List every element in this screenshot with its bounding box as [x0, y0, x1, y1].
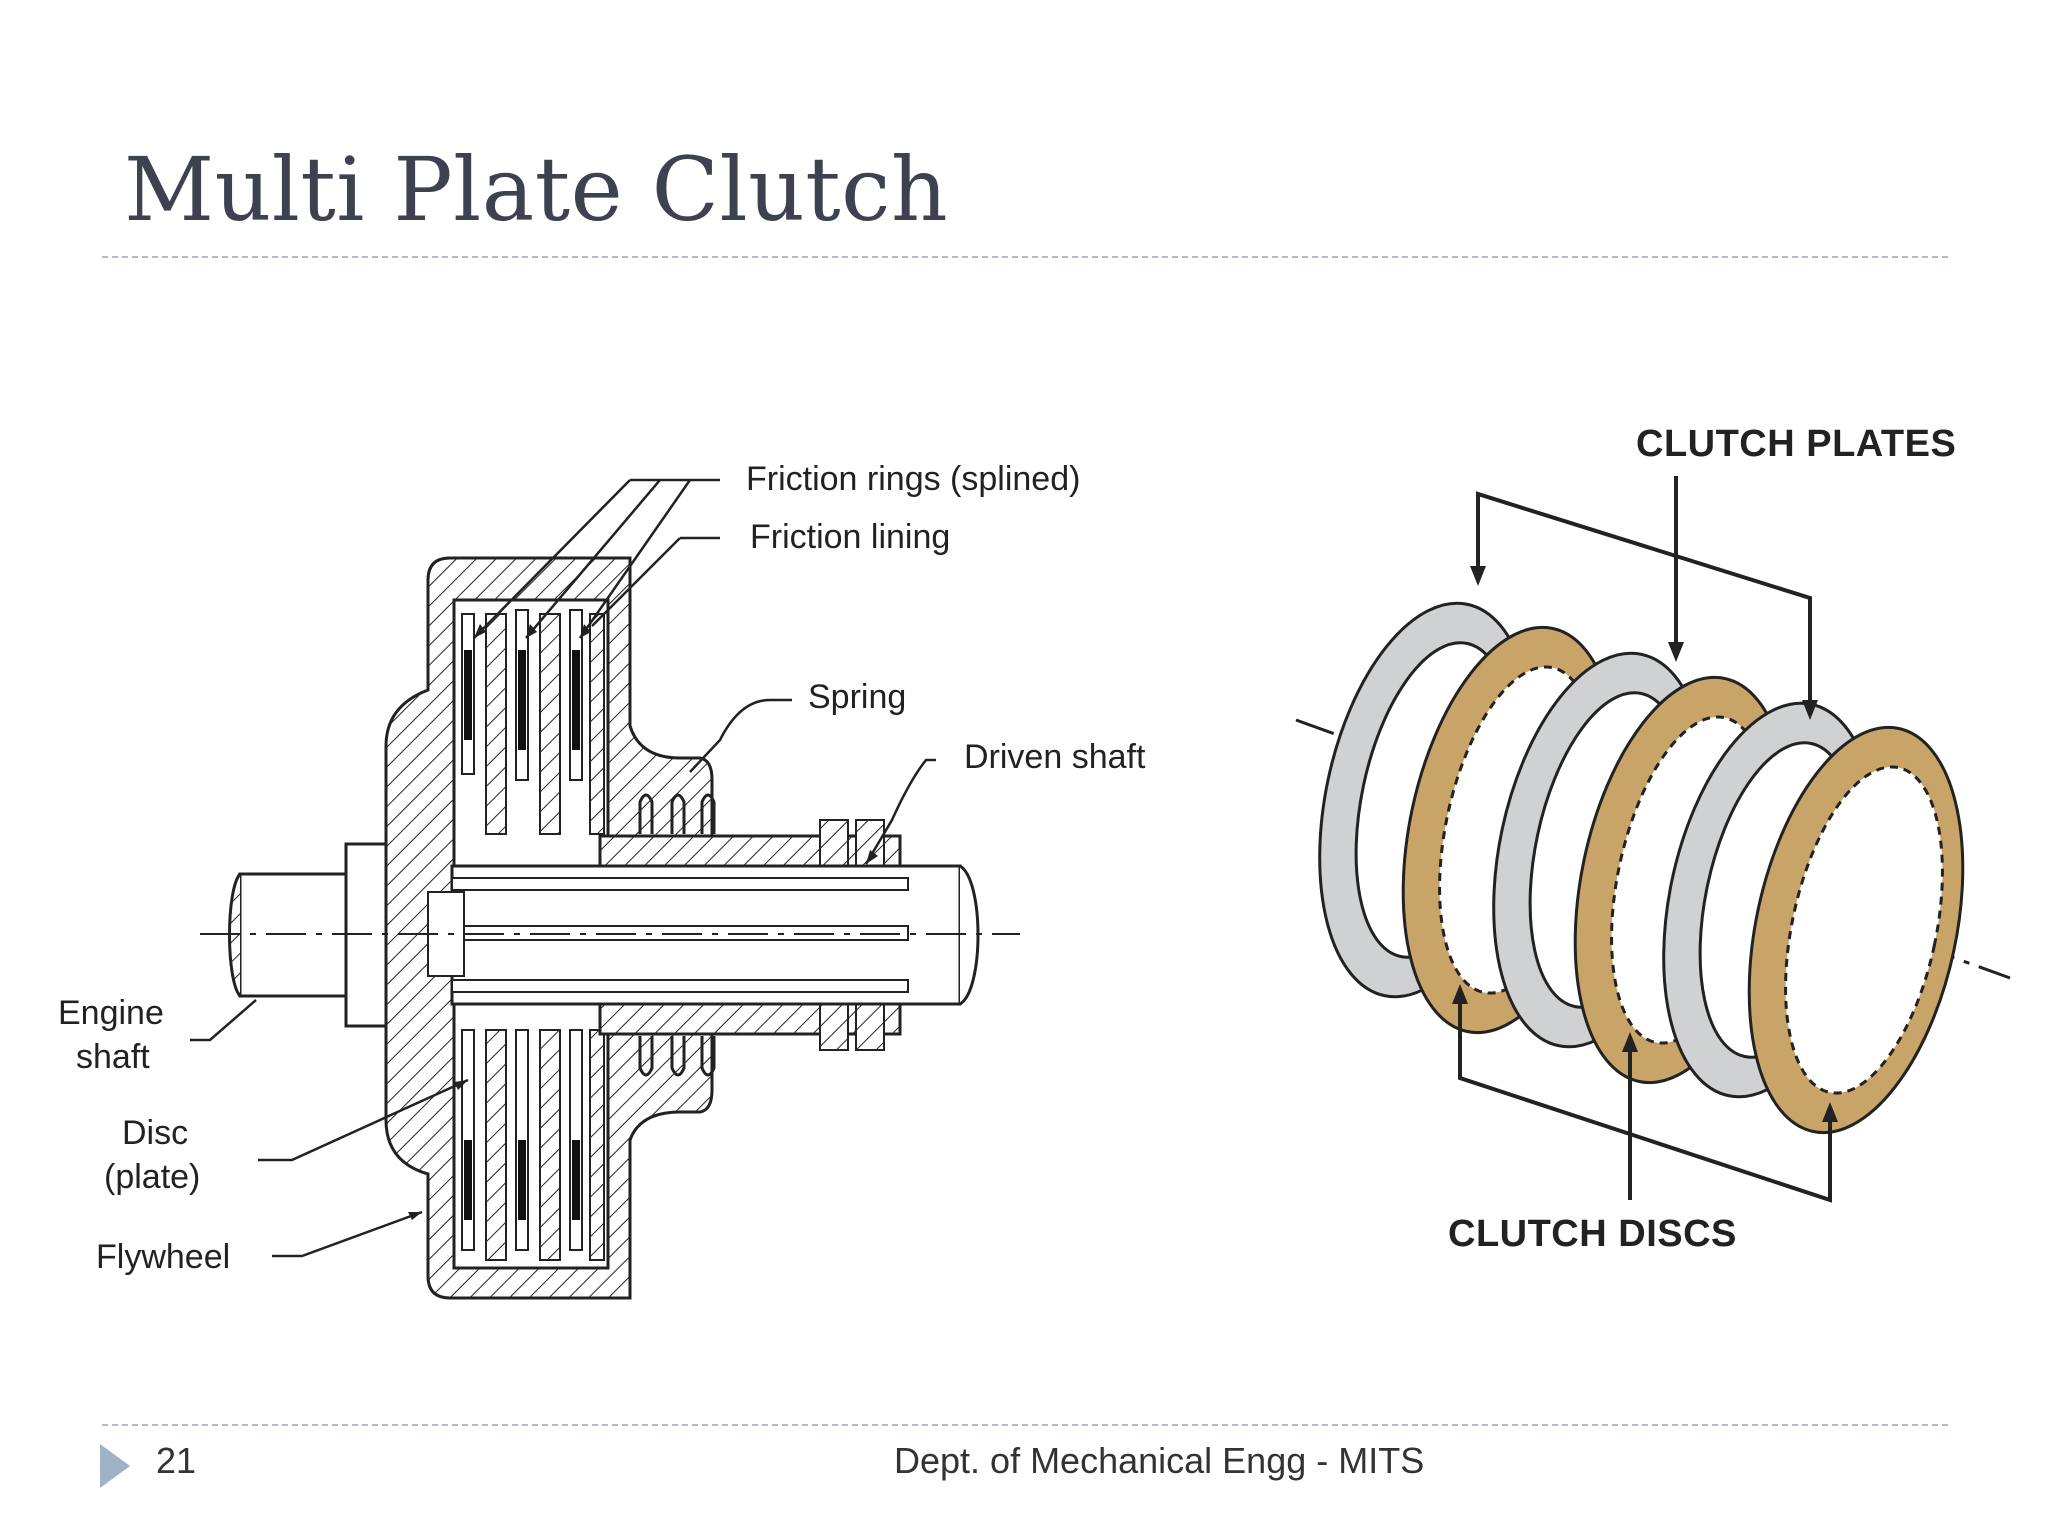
clutch-section-diagram: Friction rings (splined) Friction lining…	[58, 460, 1146, 1300]
label-disc-line1: Disc	[122, 1114, 188, 1152]
clutch-disc-3	[1747, 725, 1965, 1135]
slide-title: Multi Plate Clutch	[124, 138, 949, 241]
page-number: 21	[156, 1440, 197, 1481]
footer-arrow-icon	[100, 1444, 130, 1488]
discs-arrowheads	[1452, 984, 1838, 1122]
label-spring: Spring	[808, 678, 906, 716]
leader-lines	[190, 478, 936, 1258]
label-disc-line2: (plate)	[104, 1158, 200, 1196]
discs-leader-lines	[1458, 992, 1832, 1203]
label-engine-shaft-line2: shaft	[76, 1038, 150, 1076]
footer-divider	[102, 1424, 1948, 1426]
plate-stack	[461, 609, 605, 1261]
label-engine-shaft-line1: Engine	[58, 994, 164, 1032]
title-divider	[102, 256, 1948, 258]
leader-arrowheads	[408, 624, 878, 1220]
clutch-exploded-diagram: CLUTCH PLATES CLUTCH DISCS	[1295, 423, 2011, 1255]
label-friction-rings: Friction rings (splined)	[746, 460, 1080, 498]
spring-coils	[638, 793, 716, 1077]
footer-text: Dept. of Mechanical Engg - MITS	[894, 1440, 1425, 1481]
label-driven-shaft: Driven shaft	[964, 738, 1146, 776]
label-clutch-plates: CLUTCH PLATES	[1636, 423, 1956, 465]
plates-arrowheads	[1470, 566, 1818, 720]
label-flywheel: Flywheel	[96, 1238, 230, 1276]
label-friction-lining: Friction lining	[750, 518, 950, 556]
label-clutch-discs: CLUTCH DISCS	[1448, 1213, 1737, 1255]
plates-leader-lines	[1476, 476, 1812, 710]
